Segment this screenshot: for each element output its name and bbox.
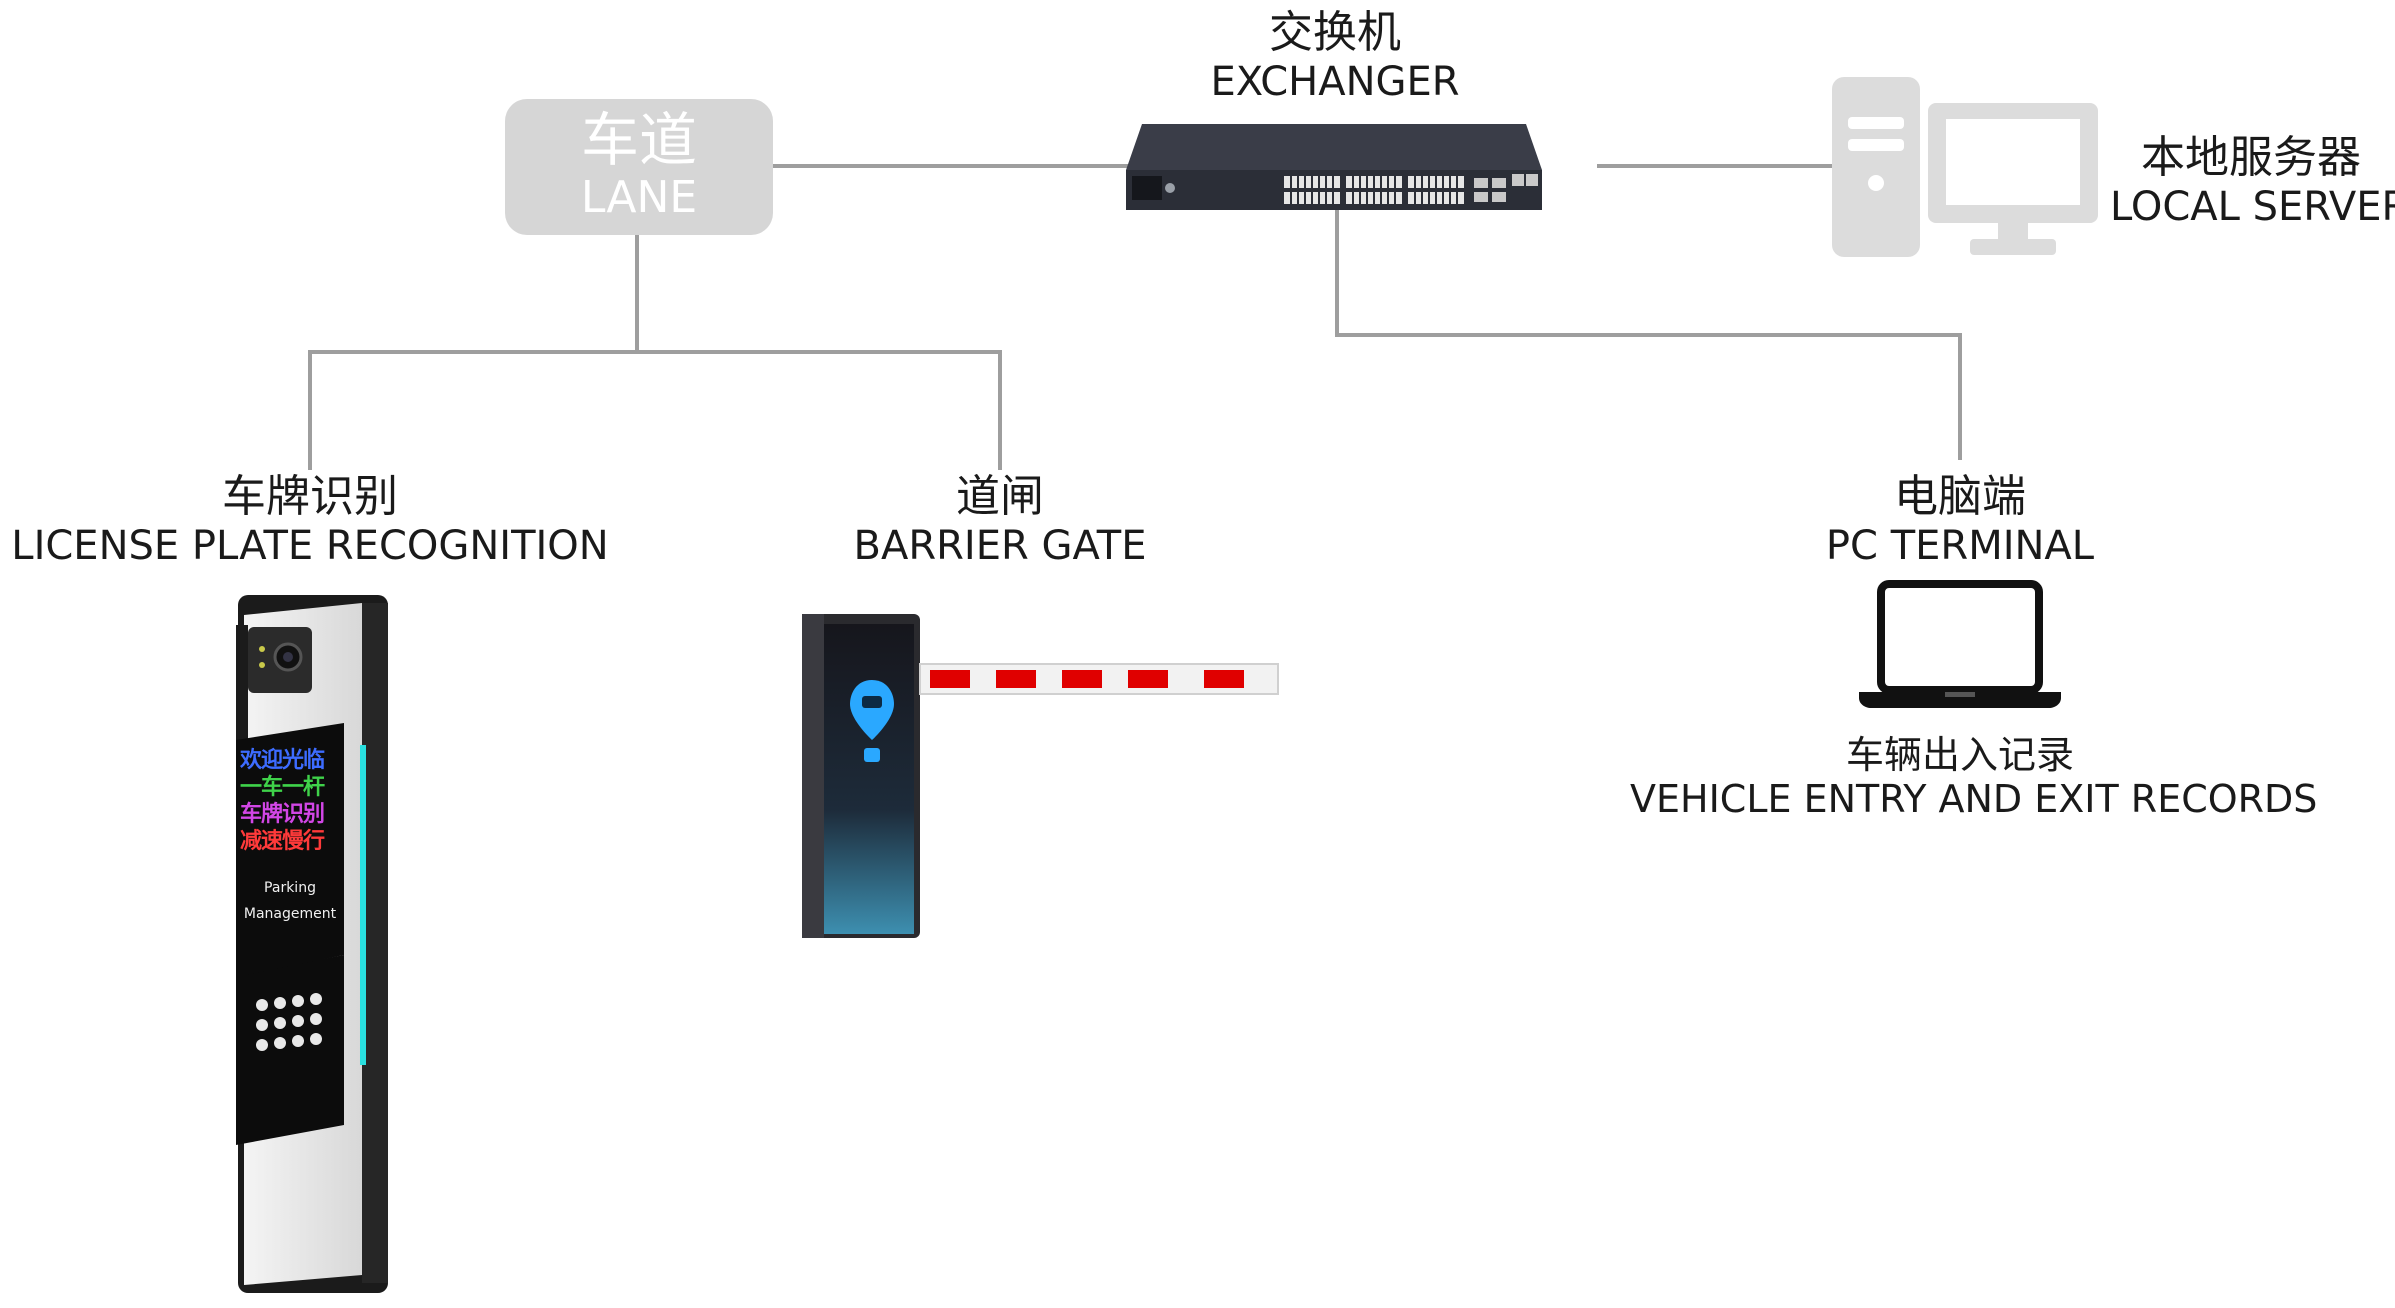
pc-terminal-label-cn: 电脑端	[1894, 471, 2026, 522]
barrier-label: 道闸 BARRIER GATE	[820, 471, 1180, 569]
exchanger-label-cn: 交换机	[1269, 7, 1401, 58]
lpr-screen-line-1: 欢迎光临	[240, 748, 325, 773]
lpr-display-screen: 欢迎光临 一车一杆 车牌识别 减速慢行	[240, 747, 340, 855]
barrier-label-en: BARRIER GATE	[853, 522, 1147, 569]
barrier-label-cn: 道闸	[956, 471, 1044, 522]
license-plate-camera-icon: 欢迎光临 一车一杆 车牌识别 减速慢行 Parking Management	[234, 585, 394, 1297]
lpr-screen-line-4: 减速慢行	[240, 829, 325, 854]
pc-terminal-label: 电脑端 PC TERMINAL	[1780, 471, 2140, 569]
lpr-label-cn: 车牌识别	[222, 471, 398, 522]
exchanger-label-en: EXCHANGER	[1210, 58, 1460, 105]
local-server-label: 本地服务器 LOCAL SERVER	[2110, 132, 2395, 230]
lpr-screen-caption-1: Parking	[264, 880, 316, 896]
network-switch-icon	[1126, 124, 1542, 210]
local-server-label-cn: 本地服务器	[2141, 132, 2361, 183]
records-label-cn: 车辆出入记录	[1845, 733, 2074, 777]
desktop-computer-icon	[1832, 77, 2098, 257]
pc-terminal-label-en: PC TERMINAL	[1825, 522, 2095, 569]
lane-label-en: LANE	[580, 171, 698, 223]
exchanger-label: 交换机 EXCHANGER	[1140, 7, 1530, 105]
local-server-label-en: LOCAL SERVER	[2110, 183, 2395, 230]
lpr-screen-line-2: 一车一杆	[240, 775, 325, 800]
barrier-gate-icon	[802, 614, 1279, 938]
lpr-screen-line-3: 车牌识别	[240, 802, 325, 827]
lpr-screen-caption: Parking Management	[240, 875, 340, 927]
records-label-en: VEHICLE ENTRY AND EXIT RECORDS	[1630, 776, 2318, 821]
laptop-icon	[1859, 580, 2061, 708]
wire-exchanger-pc	[1335, 208, 1962, 460]
lpr-screen-caption-2: Management	[243, 906, 337, 922]
lpr-label-en: LICENSE PLATE RECOGNITION	[11, 522, 609, 569]
wire-lane-lpr	[308, 235, 639, 470]
wire-lane-barrier	[637, 350, 1002, 470]
lane-label-cn: 车道	[580, 106, 697, 174]
lane-box: 车道 LANE	[505, 99, 773, 235]
lpr-label: 车牌识别 LICENSE PLATE RECOGNITION	[10, 471, 610, 569]
records-label: 车辆出入记录 VEHICLE ENTRY AND EXIT RECORDS	[1630, 733, 2318, 821]
